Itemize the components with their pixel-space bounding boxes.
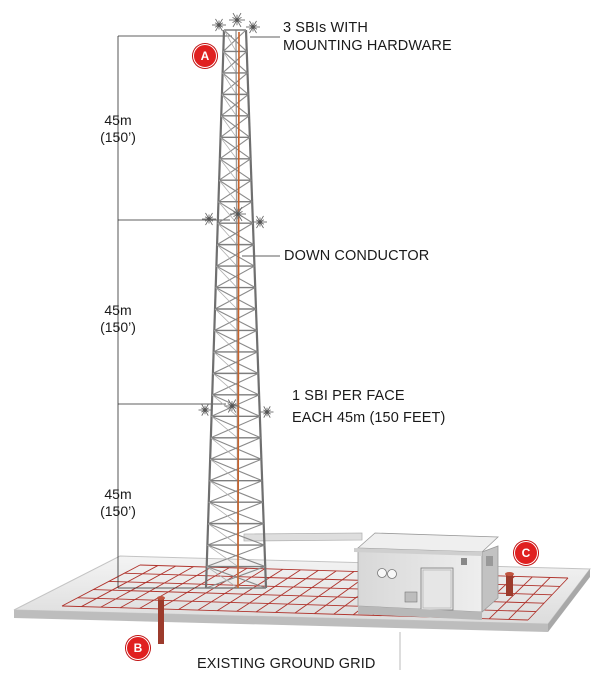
label-ground-grid: EXISTING GROUND GRID (197, 656, 376, 672)
cable-tray (243, 532, 363, 542)
dimension-label-upper: 45m (150’) (88, 112, 148, 146)
dimension-label-lower: 45m (150’) (88, 486, 148, 520)
label-sbi-line2: EACH 45m (150 FEET) (292, 410, 446, 426)
label-top-line1: 3 SBIs WITH (283, 20, 368, 36)
leader-lines (242, 36, 280, 257)
dim-upper-metric: 45m (104, 112, 132, 128)
marker-c: C (514, 541, 538, 565)
ground-rods (157, 572, 514, 644)
dim-middle-imperial: (150’) (100, 319, 136, 335)
marker-a: A (193, 44, 217, 68)
dim-middle-metric: 45m (104, 302, 132, 318)
dim-upper-imperial: (150’) (100, 129, 136, 145)
dim-lower-metric: 45m (104, 486, 132, 502)
dimension-label-middle: 45m (150’) (88, 302, 148, 336)
label-down-conductor: DOWN CONDUCTOR (284, 248, 430, 264)
sbi-bursts (198, 12, 274, 418)
label-sbi-per-face: 1 SBI PER FACE EACH 45m (150 FEET) (292, 387, 445, 427)
lattice-tower (204, 29, 268, 589)
label-top-sbis: 3 SBIs WITH MOUNTING HARDWARE (283, 19, 452, 55)
dim-lower-imperial: (150’) (100, 503, 136, 519)
equipment-shelter (354, 532, 499, 620)
marker-b: B (126, 636, 150, 660)
label-sbi-line1: 1 SBI PER FACE (292, 388, 405, 404)
label-top-line2: MOUNTING HARDWARE (283, 38, 452, 54)
